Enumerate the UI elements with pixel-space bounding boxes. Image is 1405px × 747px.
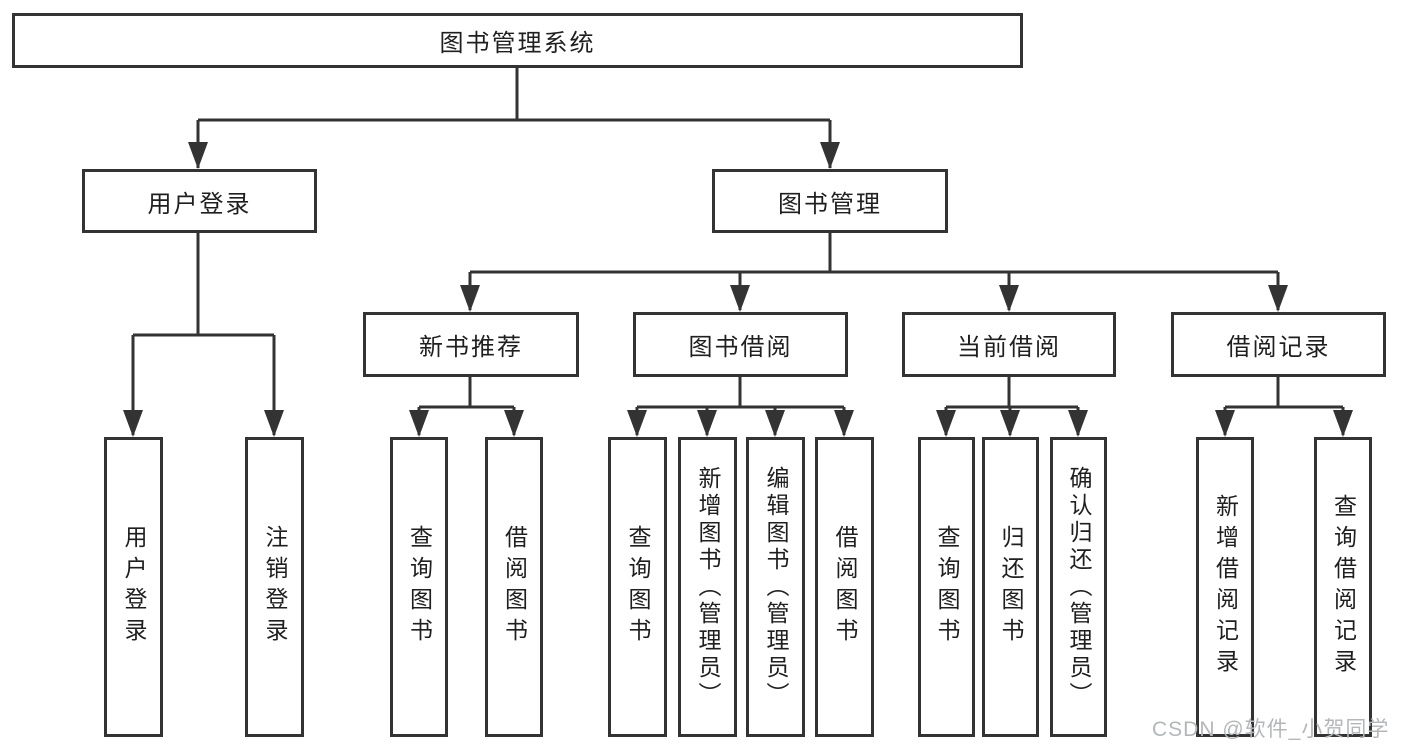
connector-book-management-fanout (468, 233, 1280, 310)
connector-borrow-record-fanout (1223, 377, 1345, 435)
arrowhead (1068, 410, 1088, 437)
node-current-borrowing: 当前借阅 (902, 312, 1116, 377)
arrowhead (264, 410, 284, 437)
arrowhead (730, 285, 750, 312)
arrowhead (504, 410, 524, 437)
watermark: CSDN @软件_小贺同学 (1152, 718, 1390, 741)
leaf-logout: 注销登录 (245, 437, 304, 737)
arrowhead (409, 410, 429, 437)
arrowhead (820, 142, 840, 169)
connector-root-fanout (196, 68, 832, 168)
connector-book-borrow-fanout (635, 377, 846, 435)
leaf-return-books: 归还图书 (982, 437, 1039, 737)
arrowhead (936, 410, 956, 437)
arrowhead (627, 410, 647, 437)
node-book-borrowing: 图书借阅 (633, 312, 848, 377)
arrowhead (123, 410, 143, 437)
leaf-query-books-recommend: 查询图书 (390, 437, 448, 737)
leaf-query-books-borrowing: 查询图书 (608, 437, 667, 737)
arrowhead (697, 410, 717, 437)
arrowhead (1000, 410, 1020, 437)
arrowhead (188, 142, 208, 169)
connector-user-login-fanout (131, 233, 276, 435)
arrowhead (765, 410, 785, 437)
leaf-user-login: 用户登录 (104, 437, 163, 737)
leaf-query-books-current: 查询图书 (918, 437, 975, 737)
arrowhead (834, 410, 854, 437)
node-book-management: 图书管理 (712, 169, 948, 233)
arrowhead (1215, 410, 1235, 437)
leaf-add-books-admin: 新增图书（管理员） (678, 437, 737, 737)
node-new-book-recommendation: 新书推荐 (363, 312, 579, 377)
leaf-query-borrow-record: 查询借阅记录 (1314, 437, 1372, 737)
node-user-login: 用户登录 (82, 169, 317, 233)
leaf-borrow-books: 借阅图书 (815, 437, 874, 737)
node-borrowing-records: 借阅记录 (1171, 312, 1386, 377)
leaf-edit-books-admin: 编辑图书（管理员） (746, 437, 805, 737)
leaf-confirm-return-admin: 确认归还（管理员） (1050, 437, 1107, 737)
arrowhead (999, 285, 1019, 312)
arrowhead (1333, 410, 1353, 437)
node-library-management-system: 图书管理系统 (12, 13, 1023, 68)
arrowhead (1268, 285, 1288, 312)
arrowhead (460, 285, 480, 312)
leaf-borrow-books-recommend: 借阅图书 (485, 437, 543, 737)
leaf-add-borrow-record: 新增借阅记录 (1196, 437, 1254, 737)
connector-new-book-fanout (417, 377, 516, 435)
